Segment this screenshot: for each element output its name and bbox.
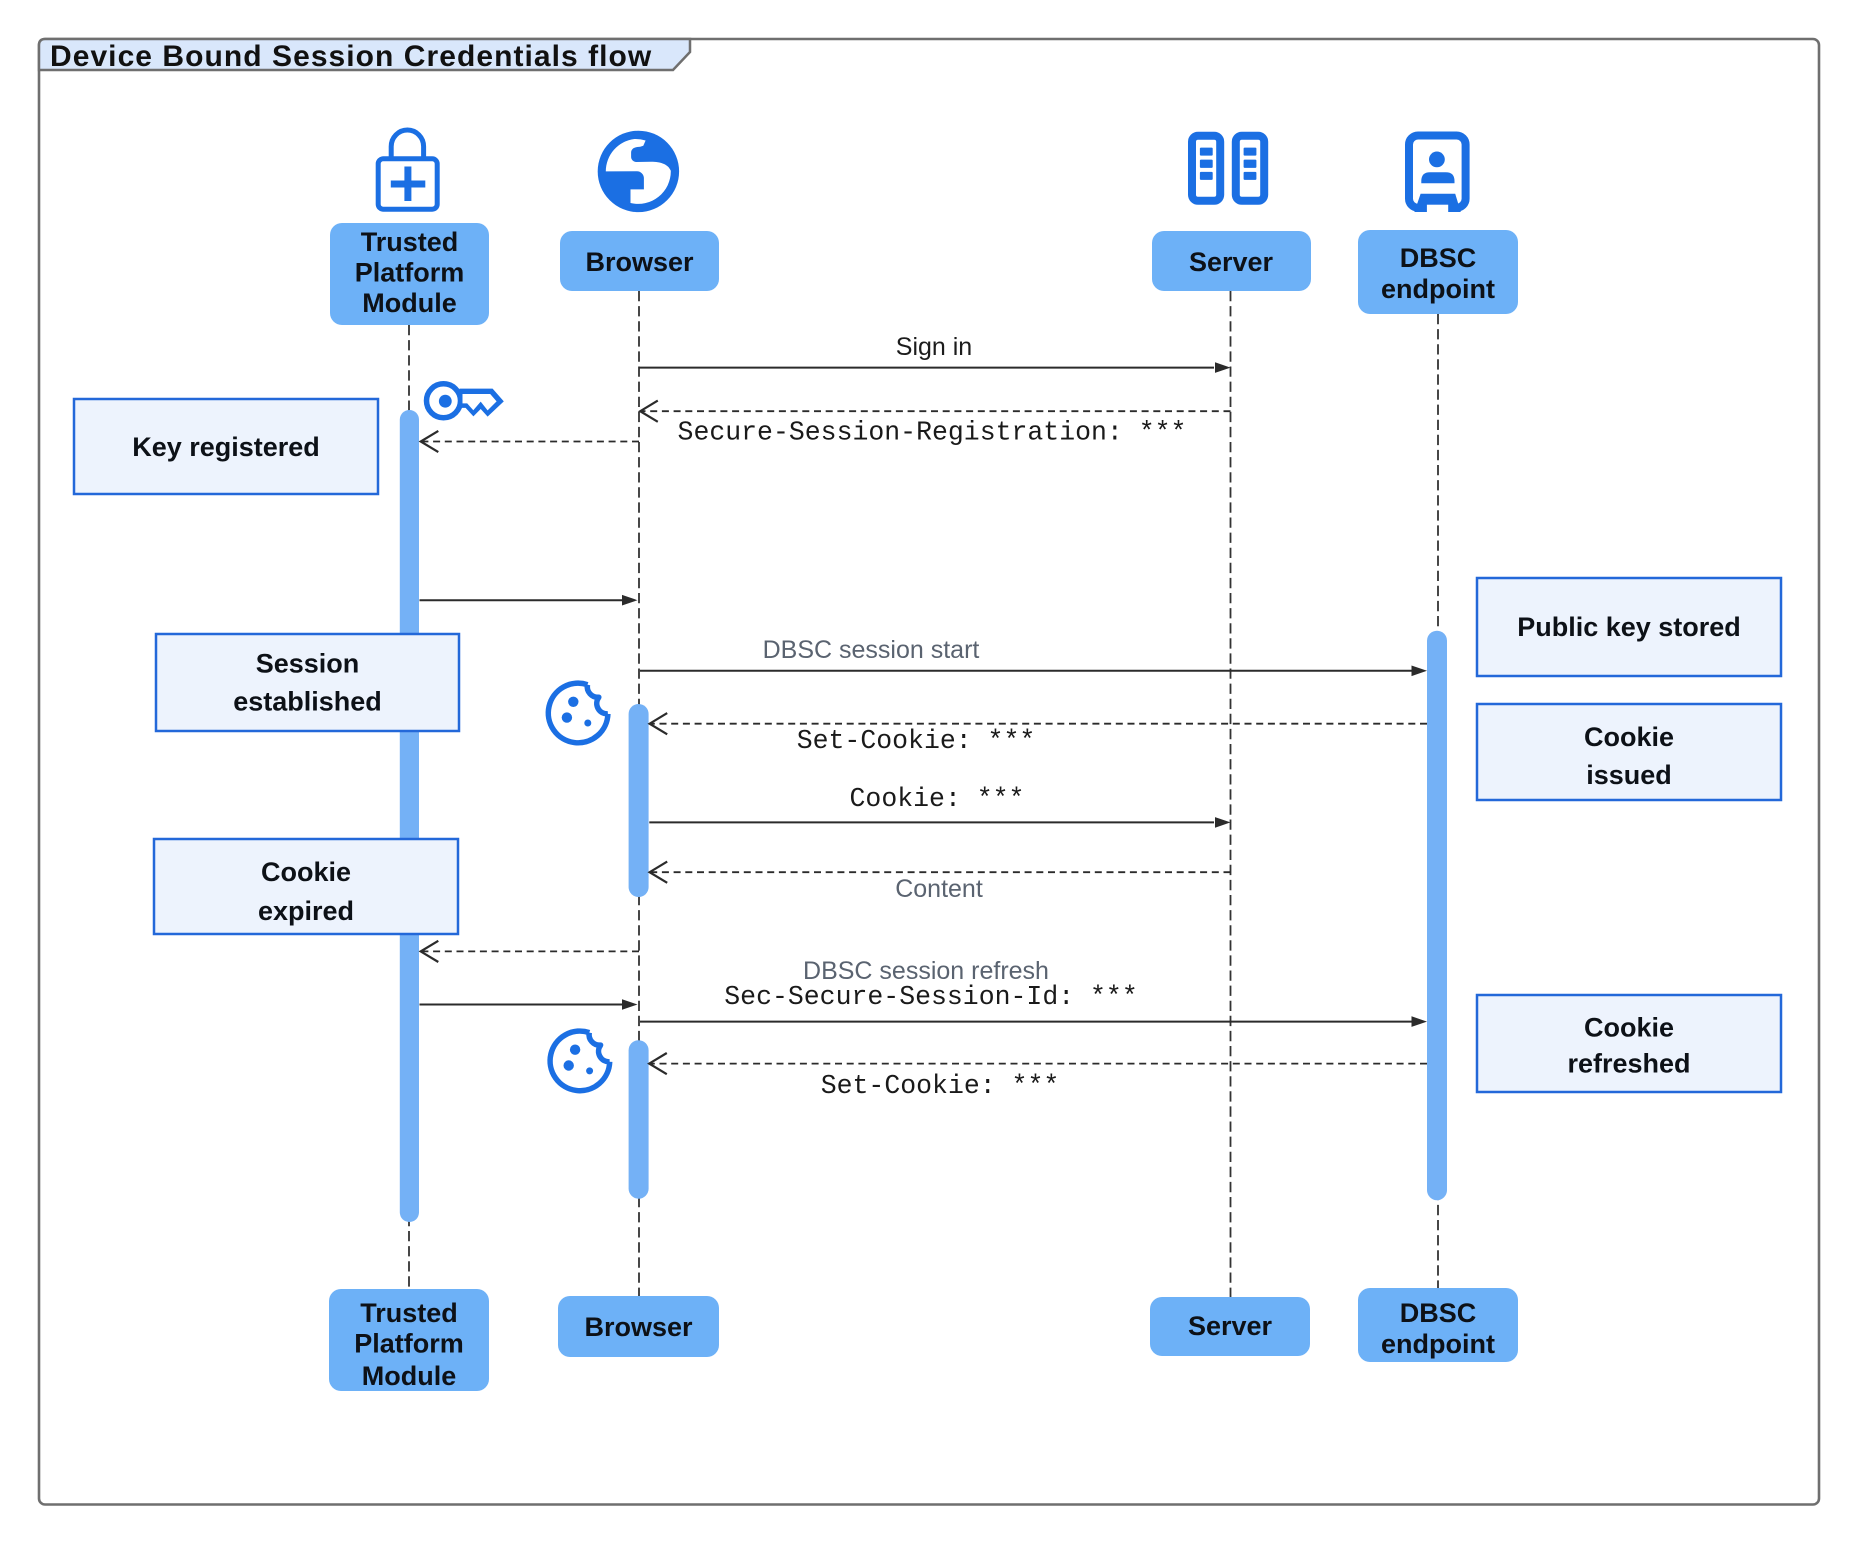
svg-text:Cookie: Cookie xyxy=(1584,722,1674,752)
svg-text:Device Bound Session Credentia: Device Bound Session Credentials flow xyxy=(50,40,652,73)
svg-text:Platform: Platform xyxy=(355,258,465,288)
svg-text:Key registered: Key registered xyxy=(132,432,320,462)
svg-text:DBSC: DBSC xyxy=(1400,1298,1477,1328)
svg-text:endpoint: endpoint xyxy=(1381,1329,1495,1359)
svg-text:issued: issued xyxy=(1586,760,1672,790)
svg-text:Cookie: ***: Cookie: *** xyxy=(850,784,1025,814)
svg-text:Trusted: Trusted xyxy=(360,1298,458,1328)
svg-text:Module: Module xyxy=(362,288,457,318)
svg-text:DBSC session start: DBSC session start xyxy=(763,636,980,664)
svg-text:Server: Server xyxy=(1188,1311,1273,1341)
svg-text:Sec-Secure-Session-Id: ***: Sec-Secure-Session-Id: *** xyxy=(724,982,1137,1012)
svg-text:endpoint: endpoint xyxy=(1381,274,1495,304)
svg-text:Sign in: Sign in xyxy=(896,333,972,361)
svg-text:Module: Module xyxy=(362,1361,457,1391)
svg-text:refreshed: refreshed xyxy=(1567,1049,1690,1079)
svg-text:Cookie: Cookie xyxy=(1584,1012,1674,1042)
svg-text:Cookie: Cookie xyxy=(261,857,351,887)
svg-text:Platform: Platform xyxy=(354,1329,464,1359)
svg-text:DBSC session refresh: DBSC session refresh xyxy=(803,957,1049,985)
svg-text:Public key stored: Public key stored xyxy=(1517,612,1741,642)
svg-text:Trusted: Trusted xyxy=(361,227,459,257)
svg-text:Set-Cookie: ***: Set-Cookie: *** xyxy=(797,726,1036,756)
svg-text:Content: Content xyxy=(895,875,983,903)
svg-text:Session: Session xyxy=(256,649,360,679)
svg-text:Browser: Browser xyxy=(585,247,694,277)
svg-text:Server: Server xyxy=(1189,247,1274,277)
svg-text:DBSC: DBSC xyxy=(1400,243,1477,273)
svg-text:expired: expired xyxy=(258,896,354,926)
svg-text:established: established xyxy=(233,687,382,717)
svg-text:Set-Cookie: ***: Set-Cookie: *** xyxy=(821,1071,1060,1101)
svg-text:Secure-Session-Registration: *: Secure-Session-Registration: *** xyxy=(678,418,1187,448)
svg-text:Browser: Browser xyxy=(584,1312,693,1342)
